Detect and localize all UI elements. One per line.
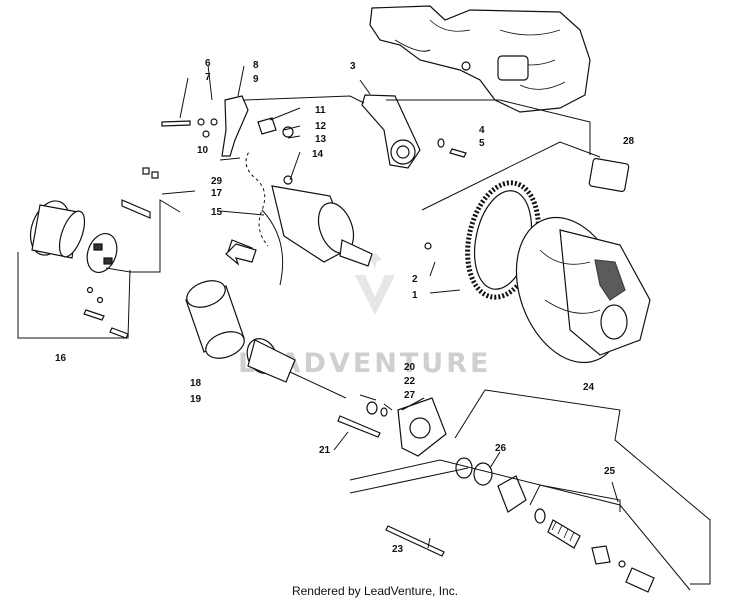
callout-24: 24 xyxy=(583,382,595,393)
callout-23: 23 xyxy=(392,544,404,555)
field-coil-housing xyxy=(185,280,245,359)
rendered-by-footer: Rendered by LeadVenture, Inc. xyxy=(291,584,459,598)
drive-end-plate xyxy=(366,397,447,457)
flywheel xyxy=(515,216,651,364)
callout-13: 13 xyxy=(315,134,327,145)
gasket-plate xyxy=(588,157,630,193)
callout-16: 16 xyxy=(55,353,67,364)
callout-labels: 1 2 3 4 5 6 7 8 9 10 11 12 13 14 15 16 1… xyxy=(55,58,635,555)
starter-solenoid-assembly xyxy=(227,175,373,267)
end-cap-housing xyxy=(29,200,86,259)
armature xyxy=(246,338,347,399)
bolt-washer-4-5 xyxy=(437,138,467,158)
callout-29: 29 xyxy=(211,176,223,187)
front-direction-arrow xyxy=(225,243,257,266)
callout-26: 26 xyxy=(495,443,507,454)
callout-11: 11 xyxy=(315,105,326,116)
long-bolt xyxy=(385,525,445,557)
screw-small xyxy=(424,242,432,250)
callout-20: 20 xyxy=(404,362,416,373)
callout-1: 1 xyxy=(412,290,418,301)
callout-19: 19 xyxy=(190,394,202,405)
callout-5: 5 xyxy=(479,138,485,149)
callout-9: 9 xyxy=(253,74,259,85)
pinion-gear xyxy=(497,475,527,513)
mounting-bracket xyxy=(361,94,421,169)
hardware-6-10 xyxy=(161,95,249,157)
leadventure-watermark-logo xyxy=(355,253,395,315)
callout-7: 7 xyxy=(205,72,211,83)
callout-22: 22 xyxy=(404,376,416,387)
callout-3: 3 xyxy=(350,61,356,72)
callout-4: 4 xyxy=(479,125,485,136)
callout-2: 2 xyxy=(412,274,418,285)
callout-17: 17 xyxy=(211,188,223,199)
bendix-drive-components xyxy=(534,508,655,593)
callout-15: 15 xyxy=(211,207,223,218)
callout-14: 14 xyxy=(312,149,324,160)
boot-and-cable xyxy=(244,149,284,286)
small-hardware-cluster xyxy=(83,167,159,339)
thru-bolt xyxy=(337,415,381,438)
callout-21: 21 xyxy=(319,445,331,456)
engine-block xyxy=(369,5,591,113)
callout-28: 28 xyxy=(623,136,635,147)
callout-18: 18 xyxy=(190,378,202,389)
brush-holder xyxy=(86,233,118,273)
callout-8: 8 xyxy=(253,60,259,71)
leader-lines xyxy=(17,64,711,591)
callout-12: 12 xyxy=(315,121,327,132)
washer xyxy=(455,457,493,486)
callout-6: 6 xyxy=(205,58,211,69)
callout-10: 10 xyxy=(197,145,209,156)
callout-25: 25 xyxy=(604,466,616,477)
callout-27: 27 xyxy=(404,390,416,401)
clamp-11-13 xyxy=(257,117,294,138)
